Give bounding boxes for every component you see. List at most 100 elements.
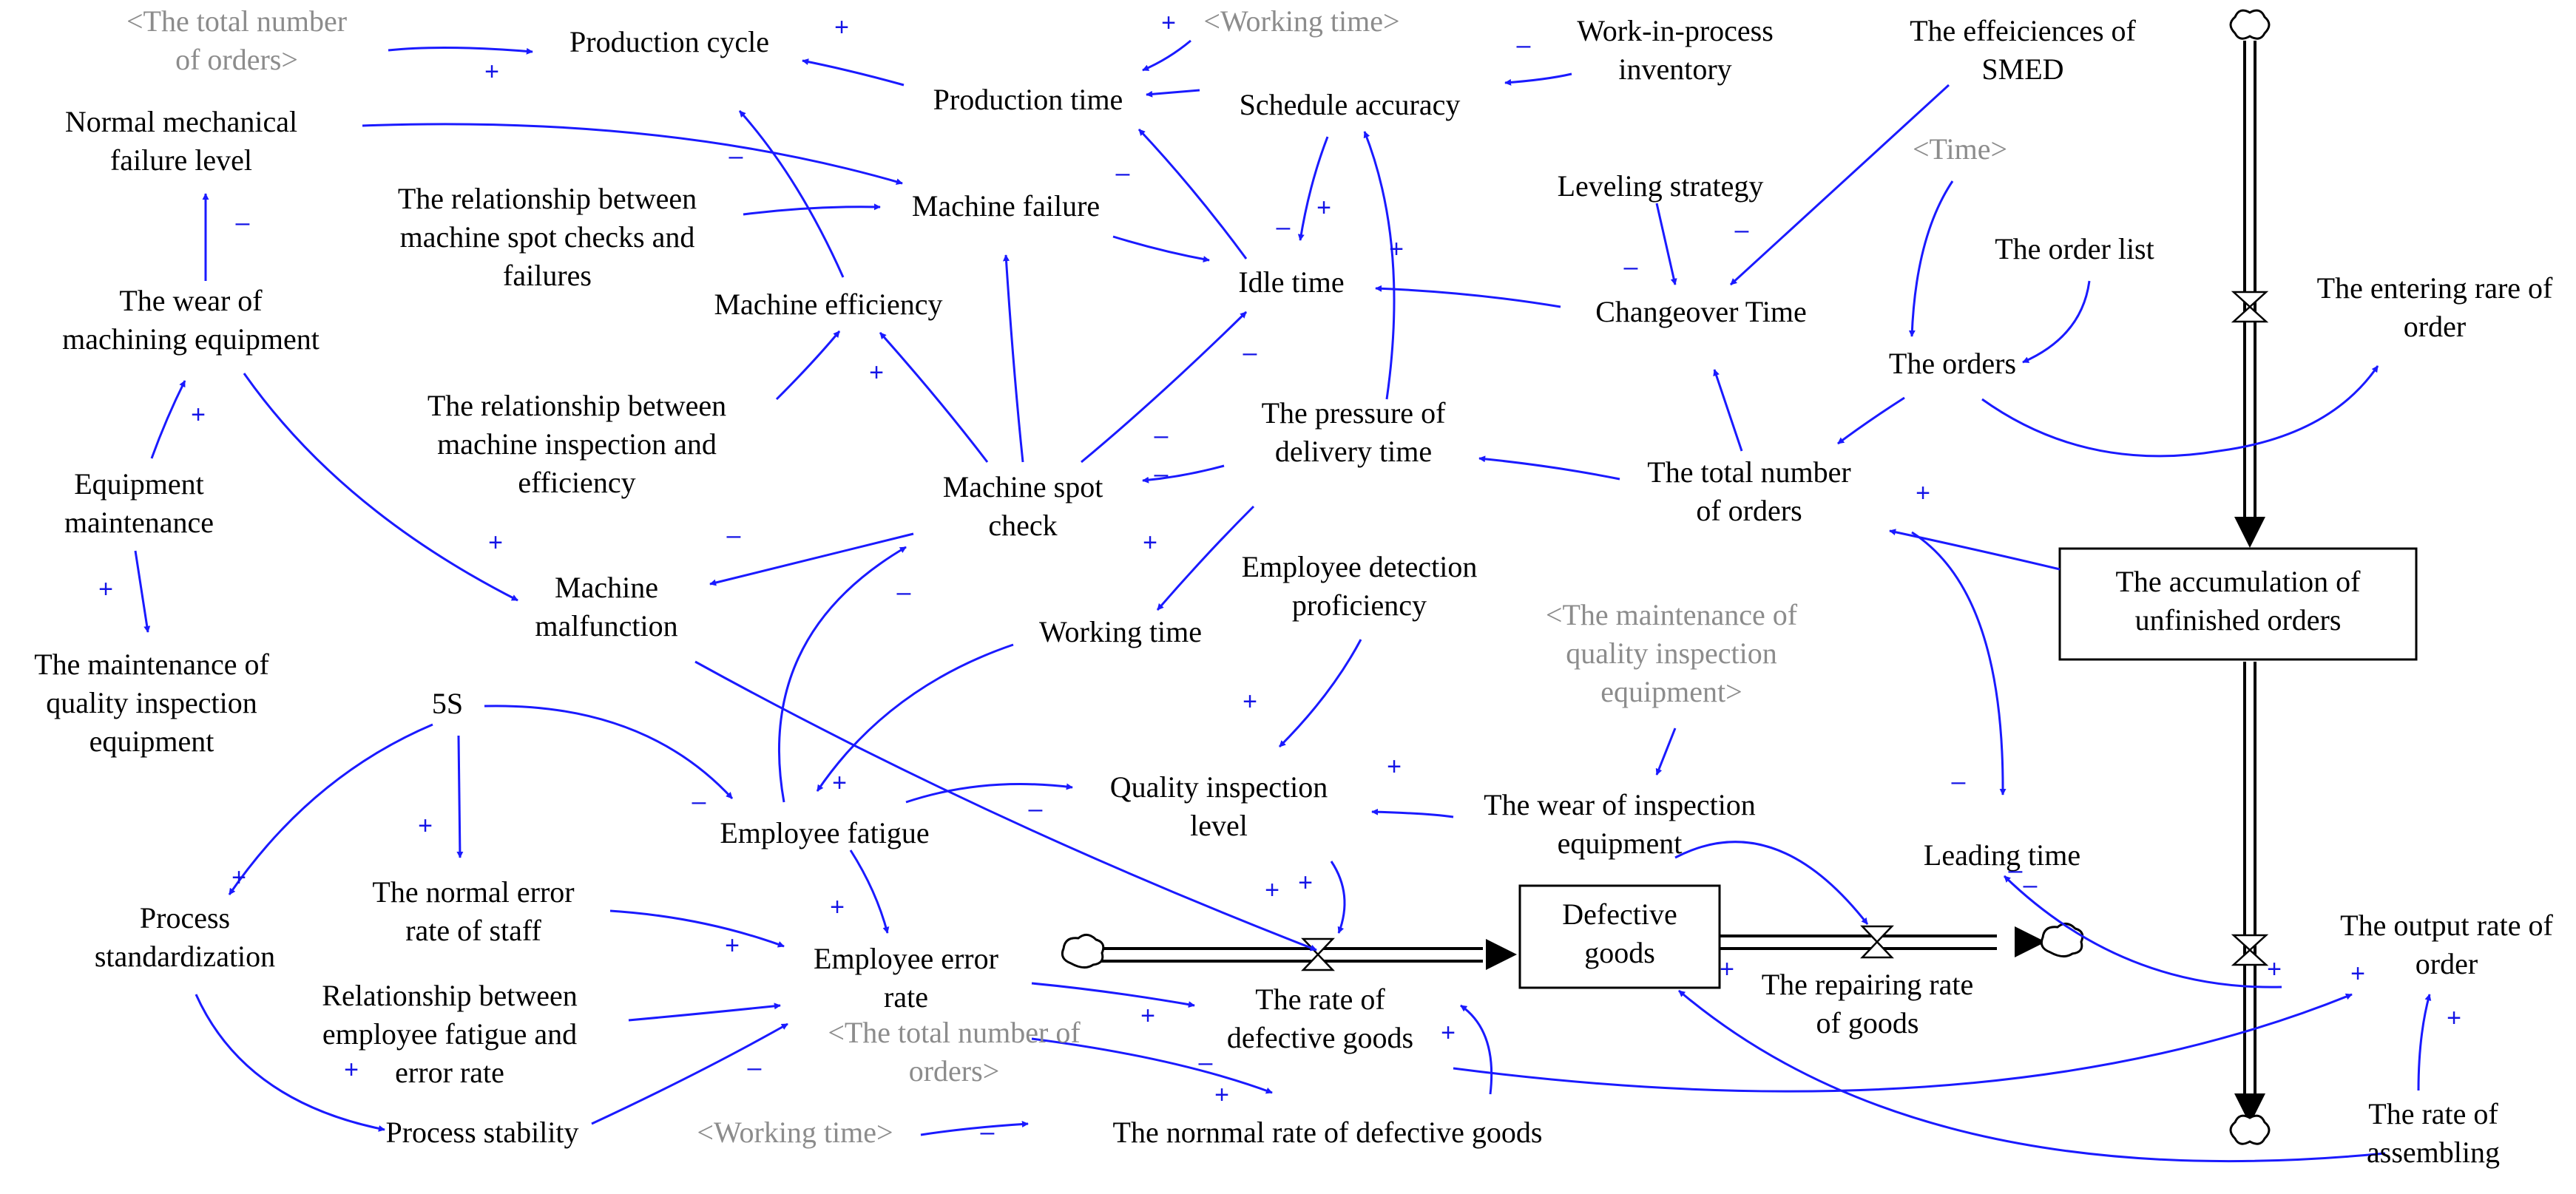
polarity-positive: + [869, 359, 884, 387]
var-order-list: The order list [1995, 232, 2154, 265]
var-line: Defective [1562, 898, 1677, 931]
var-production-cycle: Production cycle [569, 25, 769, 58]
var-line: equipment [1558, 827, 1683, 860]
link-delivery-to-spot-check [1142, 464, 1225, 484]
link-order-list-to-orders [2022, 280, 2091, 364]
var-idle-time: Idle time [1238, 265, 1344, 299]
polarity-positive: + [191, 401, 206, 429]
var-line: 5S [432, 687, 463, 720]
link-spot-check-to-malfunction [709, 532, 914, 586]
polarity-negative: – [981, 1118, 995, 1146]
var-line: Working time [1039, 615, 1202, 648]
var-line: SMED [1981, 52, 2063, 86]
var-machine-efficiency: Machine efficiency [714, 288, 942, 321]
polarity-positive: + [1298, 869, 1313, 897]
var-line: The effeiciences of [1910, 14, 2136, 47]
link-smed-to-changeover [1729, 84, 1950, 286]
var-line: The nornmal rate of defective goods [1113, 1116, 1543, 1149]
var-line: Production time [933, 83, 1123, 116]
var-line: The maintenance of [34, 648, 269, 681]
link-normal-rate-to-defective-rate [1460, 1004, 1493, 1095]
link-wear-to-malfunction [243, 373, 518, 602]
link-wear-inspection-to-quality-inspection [1371, 808, 1454, 818]
link-defective-rate-to-output-rate [1453, 993, 2353, 1093]
link-delivery-to-working-time [1156, 505, 1255, 611]
sink-cloud-right [2040, 923, 2084, 957]
var-line: of orders> [175, 43, 298, 76]
polarity-negative: – [1735, 216, 1749, 244]
link-wip-to-schedule [1504, 72, 1572, 86]
link-changeover-to-idle-time [1375, 285, 1561, 308]
var-line: The output rate of [2340, 909, 2553, 942]
var-employee-fatigue: Employee fatigue [720, 816, 929, 849]
var-line: rate [884, 980, 928, 1014]
var-line: maintenance [64, 506, 214, 539]
var-line: machine inspection and [437, 427, 717, 461]
link-5s-to-normal-error [456, 735, 464, 858]
var-normal-rate-defective: The nornmal rate of defective goods [1113, 1116, 1543, 1149]
polarity-positive: + [231, 864, 246, 892]
var-line: <Time> [1913, 132, 2007, 166]
polarity-positive: + [1389, 235, 1404, 263]
var-line: defective goods [1227, 1021, 1413, 1054]
var-line: Employee fatigue [720, 816, 929, 849]
var-line: of goods [1816, 1006, 1919, 1039]
var-line: The relationship between [398, 182, 697, 215]
polarity-negative: – [748, 1054, 762, 1082]
polarity-positive: + [834, 13, 849, 41]
polarity-positive: + [1916, 479, 1930, 507]
polarity-positive: + [1720, 955, 1734, 983]
link-accumulation-to-total-orders [1889, 529, 2061, 571]
link-inspection-rel-to-machine-efficiency [775, 330, 841, 401]
link-malfunction-to-defective-rate [694, 660, 1317, 952]
polarity-positive: + [418, 812, 433, 840]
var-machine-failure: Machine failure [912, 189, 1100, 223]
var-line: failures [503, 259, 592, 292]
link-leveling-to-changeover [1655, 203, 1677, 285]
polarity-positive: + [1265, 876, 1279, 904]
var-output-rate: The output rate of order [2340, 909, 2553, 980]
link-schedule-to-idle-time [1297, 136, 1329, 241]
var-line: order [2416, 947, 2478, 980]
var-smed-efficiency: The effeiciences of SMED [1910, 14, 2136, 86]
var-line: failure level [110, 143, 252, 177]
polarity-negative: – [1029, 795, 1043, 823]
var-line: <Working time> [697, 1116, 893, 1149]
var-line: efficiency [518, 466, 635, 499]
link-spotcheck-rel-to-machine-failure [743, 203, 881, 216]
link-fatigue-rel-to-error-rate [628, 1003, 781, 1022]
stock-defective-goods [1518, 884, 1721, 989]
var-line: The normal error [372, 875, 574, 909]
polarity-positive: + [1387, 753, 1402, 781]
var-line: order [2404, 310, 2466, 343]
polarity-positive: + [1316, 194, 1331, 222]
link-error-rate-to-defective-rate [1031, 982, 1195, 1008]
repair-outflow-pipe [1720, 934, 1997, 950]
sink-cloud-bottom [2229, 1114, 2271, 1145]
link-working-time-shadow-to-normal-rate [920, 1121, 1029, 1136]
var-line: equipment [89, 725, 214, 758]
var-line: quality inspection [1566, 637, 1777, 670]
link-orders-to-entering-rate [1981, 365, 2379, 458]
var-working-time-shadow-top: <Working time> [1203, 4, 1399, 38]
polarity-negative: – [727, 521, 741, 549]
polarity-negative: – [1517, 31, 1531, 59]
polarity-negative: – [692, 787, 706, 815]
outflow-pipe [2243, 662, 2256, 1094]
var-line: The pressure of [1262, 396, 1446, 430]
var-line: proficiency [1292, 588, 1427, 622]
var-line: The rate of [2368, 1097, 2498, 1130]
var-line: level [1190, 809, 1248, 842]
